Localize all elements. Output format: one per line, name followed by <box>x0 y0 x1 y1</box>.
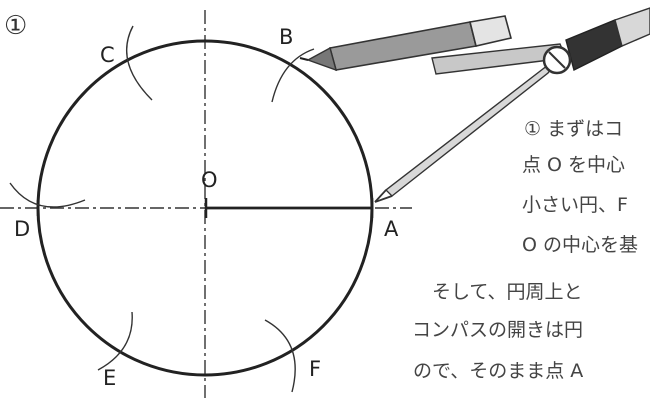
arc-C <box>126 25 153 101</box>
description-line: O の中心を基 <box>522 234 638 256</box>
label-point-b: B <box>279 25 294 49</box>
label-point-a: A <box>384 217 399 241</box>
compass <box>299 7 650 203</box>
arc-F <box>264 319 296 393</box>
arc-E <box>97 311 133 371</box>
label-point-f: F <box>309 357 322 381</box>
label-point-e: E <box>103 366 117 390</box>
description-line: 点 O を中心 <box>522 154 626 176</box>
label-point-c: C <box>100 43 115 67</box>
step-marker: ① <box>4 11 28 41</box>
description-line: 小さい円、F <box>522 194 628 216</box>
description-line: ① まずはコ <box>524 118 624 140</box>
compass-pencil-tip <box>306 46 338 72</box>
label-point-o: O <box>201 168 218 192</box>
description-line: ので、そのまま点 A <box>413 360 584 382</box>
description-line: そして、円周上と <box>432 281 583 303</box>
arc-B <box>271 48 315 103</box>
compass-handle <box>565 19 623 72</box>
description-line: コンパスの開きは円 <box>412 319 584 341</box>
label-point-d: D <box>14 217 31 241</box>
arc-D <box>9 182 86 208</box>
